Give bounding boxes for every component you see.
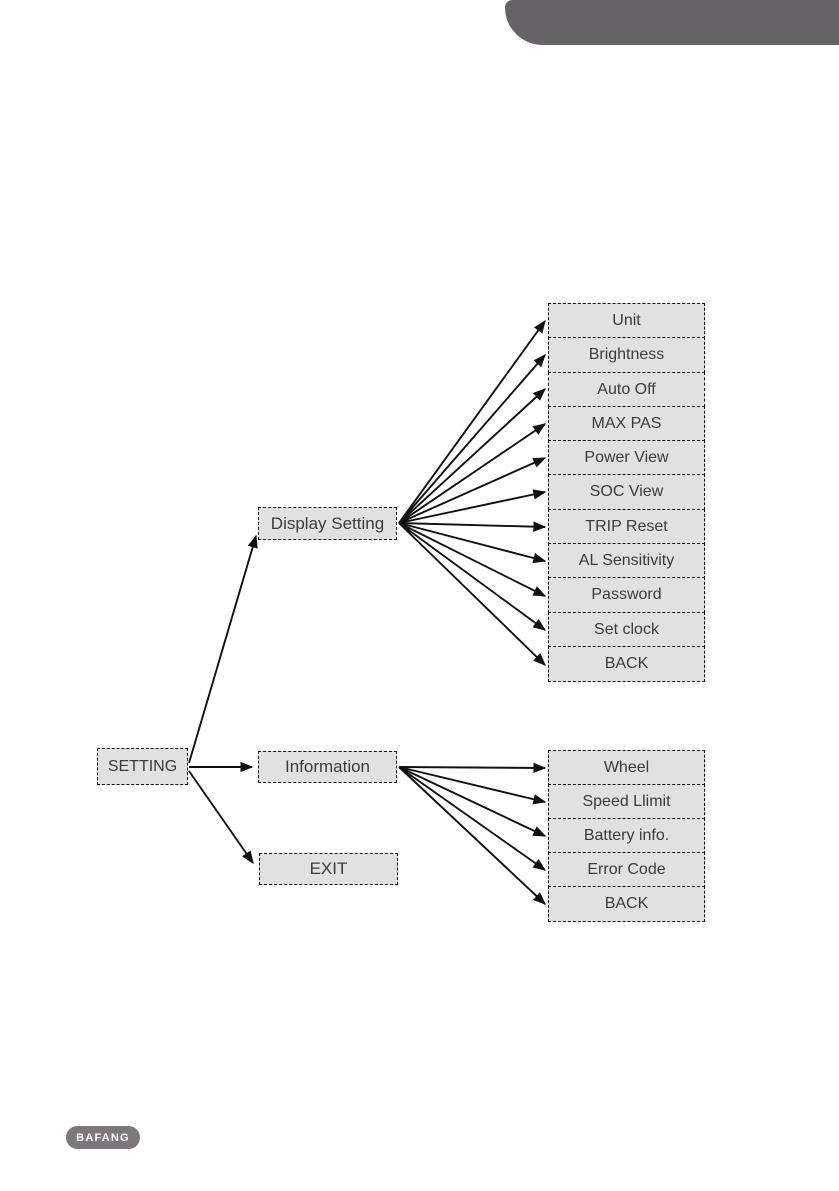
display-item-password: Password [548,577,705,614]
exit-node: EXIT [259,853,398,885]
info-item-back: BACK [548,886,705,922]
display-item-back: BACK [548,645,705,682]
info-item-speed-limit: Speed Llimit [548,784,705,820]
info-item-wheel: Wheel [548,750,705,786]
setting-root-node: SETTING [97,748,188,785]
display-item-max-pas: MAX PAS [548,405,705,442]
info-item-error-code: Error Code [548,852,705,888]
display-item-unit: Unit [548,303,705,339]
display-setting-items-column: Unit Brightness Auto Off MAX PAS Power V… [548,303,705,682]
display-item-brightness: Brightness [548,337,705,374]
information-items-column: Wheel Speed Llimit Battery info. Error C… [548,750,705,922]
display-item-trip-reset: TRIP Reset [548,508,705,545]
display-item-soc-view: SOC View [548,474,705,511]
info-item-battery-info: Battery info. [548,818,705,854]
information-node: Information [258,751,397,783]
display-item-al-sensitivity: AL Sensitivity [548,543,705,579]
display-item-power-view: Power View [548,440,705,477]
display-item-auto-off: Auto Off [548,371,705,408]
page-header-decoration [505,0,839,45]
bafang-logo: BAFANG [66,1126,140,1149]
display-item-set-clock: Set clock [548,611,705,648]
display-setting-node: Display Setting [258,507,397,540]
